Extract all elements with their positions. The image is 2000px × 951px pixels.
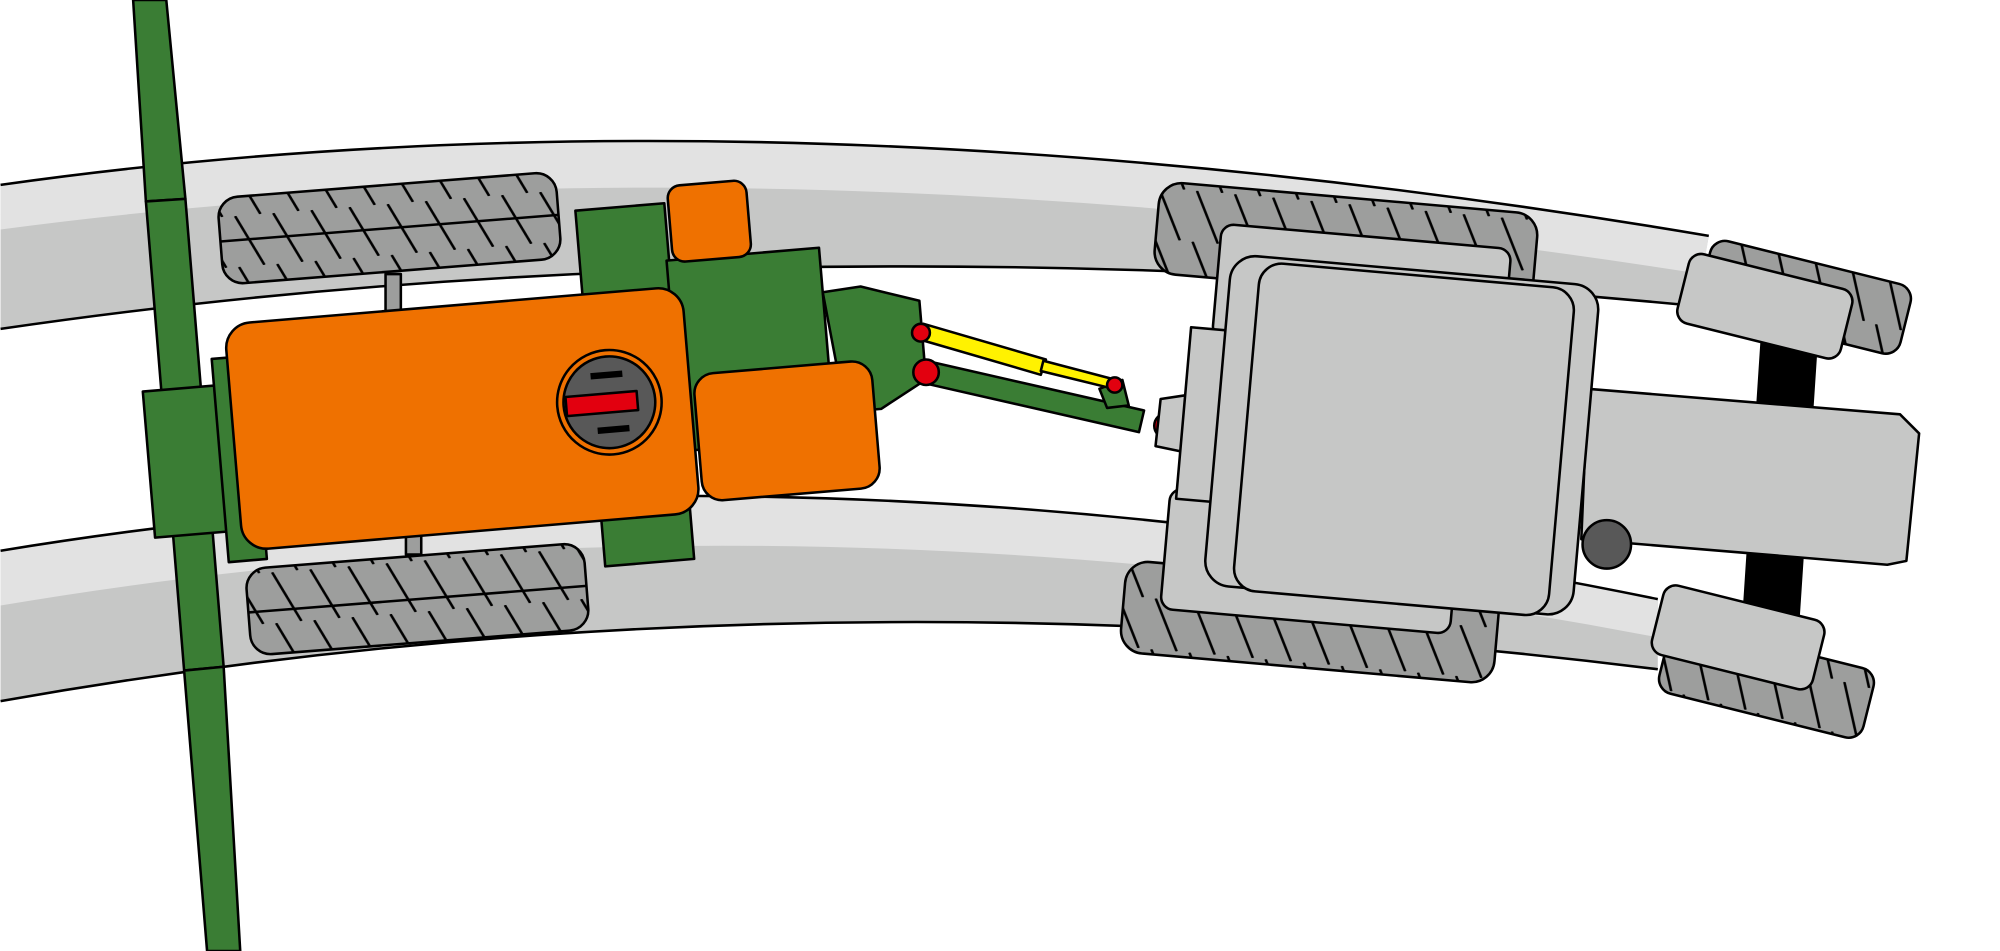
tractor — [1119, 181, 1921, 739]
implement-tracks — [217, 171, 590, 656]
orange-top-cover — [666, 179, 753, 263]
rotary-hub — [555, 348, 663, 456]
orange-side-cover — [693, 360, 881, 502]
road-upper-light-strip — [0, 140, 1709, 275]
hub — [1581, 518, 1633, 570]
joint — [912, 358, 941, 387]
joint — [910, 322, 932, 343]
tractor-hood — [1580, 387, 1921, 567]
cab-roof — [1232, 262, 1576, 617]
joint — [1105, 376, 1124, 394]
implement — [141, 179, 928, 568]
orange-main-housing — [224, 286, 700, 550]
hitch-linkage — [910, 322, 1182, 440]
